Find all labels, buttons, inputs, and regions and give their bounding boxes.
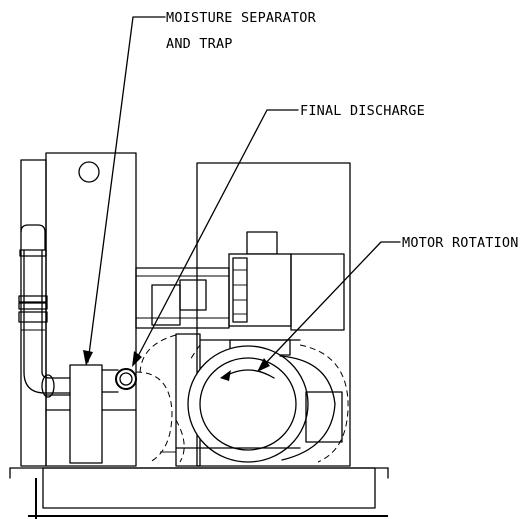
motor-rotation-label: MOTOR ROTATION (402, 235, 519, 251)
moisture-separator-arrowhead (83, 350, 93, 366)
separator-housing (45, 152, 137, 467)
base-skid (9, 467, 389, 519)
moisture-separator-label-line2: AND TRAP (166, 36, 233, 52)
final-discharge-label: FINAL DISCHARGE (300, 103, 425, 119)
moisture-separator-label-line1: MOISTURE SEPARATOR (166, 10, 317, 26)
leader-lines (83, 16, 401, 372)
left-pipe-stack (18, 159, 71, 467)
motor-rotation-arrowhead (257, 358, 270, 372)
coupling (135, 267, 230, 329)
callouts: MOISTURE SEPARATOR AND TRAP FINAL DISCHA… (166, 10, 519, 251)
compressor-airend (135, 333, 349, 467)
right-enclosure (196, 162, 351, 467)
motor (228, 231, 345, 331)
final-discharge-arrowhead (132, 351, 142, 367)
